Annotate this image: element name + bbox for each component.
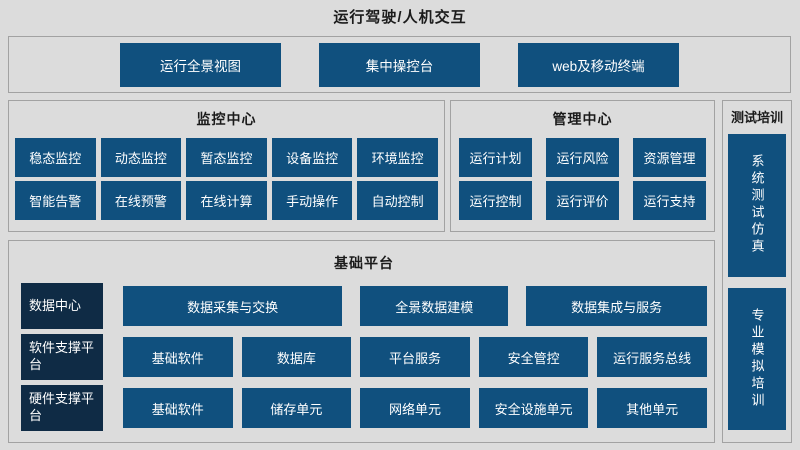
- basic-software-block: 基础软件: [123, 337, 233, 377]
- professional-simulation-training-block: 专业模拟培训: [728, 287, 786, 430]
- intelligent-alarm-block: 智能告警: [15, 181, 96, 220]
- security-facility-unit-block: 安全设施单元: [478, 388, 589, 428]
- resource-management-block: 资源管理: [633, 138, 706, 177]
- storage-unit-block: 储存单元: [241, 388, 352, 428]
- transient-monitor-block: 暂态监控: [186, 138, 267, 177]
- central-console-block: 集中操控台: [319, 42, 480, 87]
- data-center-row: 数据采集与交换 全景数据建模 数据集成与服务: [123, 283, 707, 329]
- dynamic-monitor-block: 动态监控: [100, 138, 182, 177]
- manual-operation-block: 手动操作: [271, 181, 353, 220]
- test-training-title: 测试培训: [730, 110, 783, 125]
- auto-control-block: 自动控制: [357, 181, 438, 220]
- operation-plan-block: 运行计划: [459, 138, 532, 177]
- operation-control-block: 运行控制: [459, 181, 532, 220]
- hmi-panel: 运行全景视图 集中操控台 web及移动终端: [8, 36, 791, 93]
- manage-center-panel: 管理中心 运行计划 运行风险 资源管理 运行控制 运行评价 运行支持: [450, 100, 715, 232]
- test-training-stack: 系统测试仿真 专业模拟培训: [728, 134, 786, 430]
- monitor-center-title: 监控中心: [196, 111, 257, 127]
- operation-risk-block: 运行风险: [546, 138, 619, 177]
- data-integration-service-block: 数据集成与服务: [526, 286, 707, 326]
- hardware-support-platform-label: 硬件支撑平台: [21, 385, 103, 431]
- base-platform-panel: 基础平台 数据中心 数据采集与交换 全景数据建模 数据集成与服务 软件支撑平台 …: [8, 240, 715, 443]
- operation-service-bus-block: 运行服务总线: [597, 337, 707, 377]
- online-warning-block: 在线预警: [100, 181, 182, 220]
- base-platform-grid: 数据中心 数据采集与交换 全景数据建模 数据集成与服务 软件支撑平台 基础软件 …: [21, 283, 707, 431]
- platform-service-block: 平台服务: [360, 337, 470, 377]
- page-title: 运行驾驶/人机交互: [333, 9, 467, 26]
- panorama-data-modeling-block: 全景数据建模: [360, 286, 509, 326]
- monitor-center-grid: 稳态监控 动态监控 暂态监控 设备监控 环境监控 智能告警 在线预警 在线计算 …: [15, 138, 438, 220]
- panorama-view-block: 运行全景视图: [120, 42, 281, 87]
- network-unit-block: 网络单元: [360, 388, 470, 428]
- data-collection-exchange-block: 数据采集与交换: [123, 286, 343, 326]
- hardware-support-row: 基础软件 储存单元 网络单元 安全设施单元 其他单元: [123, 385, 707, 431]
- database-block: 数据库: [241, 337, 352, 377]
- manage-center-grid: 运行计划 运行风险 资源管理 运行控制 运行评价 运行支持: [459, 138, 706, 220]
- monitor-center-panel: 监控中心 稳态监控 动态监控 暂态监控 设备监控 环境监控 智能告警 在线预警 …: [8, 100, 445, 232]
- steady-state-monitor-block: 稳态监控: [15, 138, 96, 177]
- basic-software-hw-block: 基础软件: [123, 388, 233, 428]
- operation-evaluation-block: 运行评价: [546, 181, 619, 220]
- data-center-label: 数据中心: [21, 283, 103, 329]
- environment-monitor-block: 环境监控: [357, 138, 438, 177]
- software-support-platform-label: 软件支撑平台: [21, 334, 103, 380]
- security-control-block: 安全管控: [478, 337, 589, 377]
- operation-support-block: 运行支持: [633, 181, 706, 220]
- system-test-simulation-block: 系统测试仿真: [728, 134, 786, 277]
- software-support-row: 基础软件 数据库 平台服务 安全管控 运行服务总线: [123, 334, 707, 380]
- base-platform-title: 基础平台: [334, 255, 394, 271]
- online-calculation-block: 在线计算: [186, 181, 267, 220]
- equipment-monitor-block: 设备监控: [271, 138, 353, 177]
- test-training-panel: 测试培训 系统测试仿真 专业模拟培训: [722, 100, 792, 443]
- manage-center-title: 管理中心: [552, 111, 613, 127]
- other-unit-block: 其他单元: [597, 388, 707, 428]
- web-mobile-terminal-block: web及移动终端: [518, 42, 679, 87]
